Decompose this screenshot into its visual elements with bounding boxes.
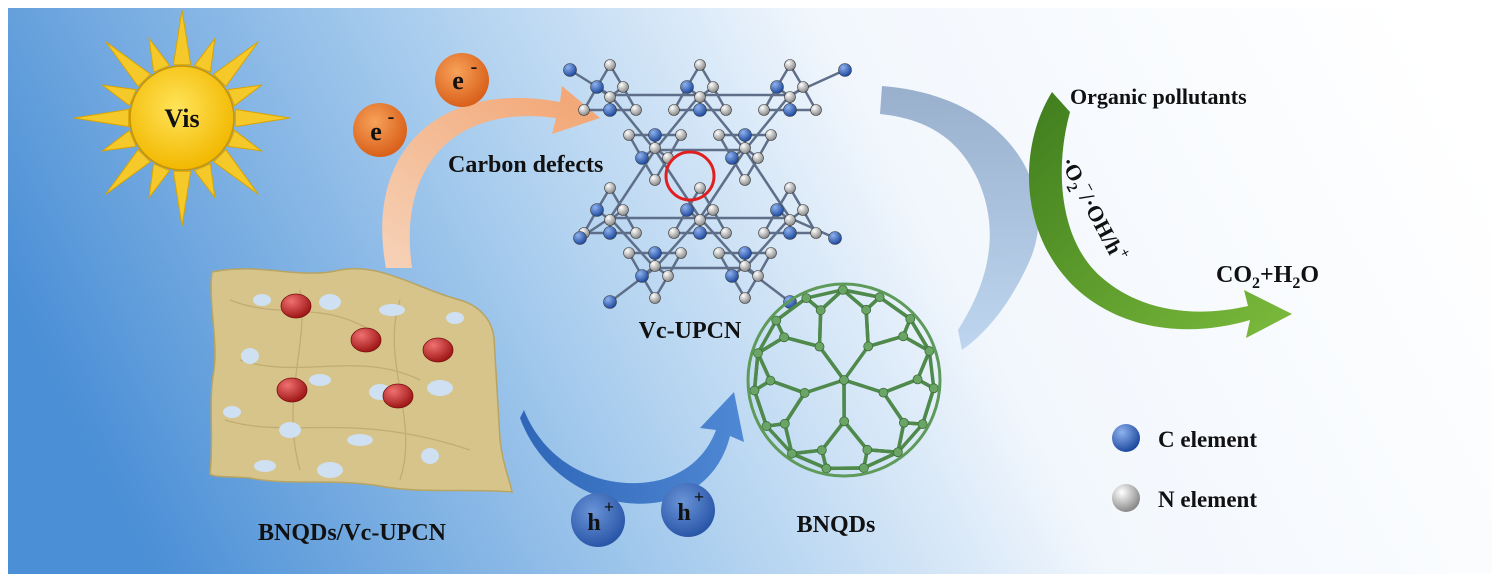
product-label: CO2+H2O [1216,262,1319,292]
sun-icon [73,9,291,227]
svg-text:e: e [452,66,464,95]
legend-item-n: N element [1112,484,1257,512]
sun-label: Vis [164,104,199,133]
carbon-defects-label: Carbon defects [448,152,603,178]
carbon-defect-marker [664,150,716,202]
hole-particle: h + [661,483,715,537]
degradation-arrow [1028,92,1292,338]
bnqds-label: BNQDs [797,512,876,538]
electron-particle: e - [353,103,407,157]
vc-upcn-label: Vc-UPCN [639,318,742,344]
electron-particle: e - [435,53,489,107]
svg-text:C element: C element [1158,427,1257,452]
bnqds-vc-upcn-sheet [209,267,513,493]
legend-item-c: C element [1112,424,1257,452]
legend: C element N element [1112,424,1257,512]
composite-label: BNQDs/Vc-UPCN [258,520,447,546]
svg-text:h: h [587,510,600,536]
hole-transfer-arrow [520,392,744,504]
svg-text:-: - [471,56,478,78]
bnqds-cage-icon [746,282,942,478]
svg-text:N element: N element [1158,487,1257,512]
hole-particle: h + [571,493,625,547]
svg-text:+: + [694,487,704,507]
organic-pollutants-label: Organic pollutants [1070,84,1247,109]
electron-transfer-arrow [382,86,600,268]
vc-upcn-network [563,59,852,309]
charge-transfer-arc [880,86,1039,350]
svg-text:-: - [388,106,395,128]
svg-text:e: e [370,117,382,146]
c-element-icon [1112,424,1140,452]
n-element-icon [1112,484,1140,512]
svg-text:h: h [677,500,690,526]
svg-text:+: + [604,497,614,517]
